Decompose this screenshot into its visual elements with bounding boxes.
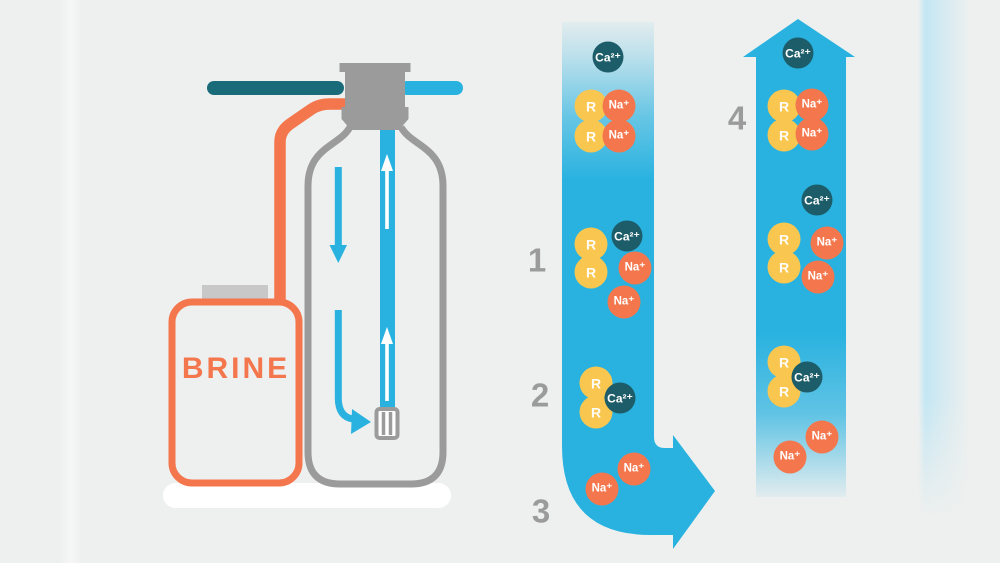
tank-curved-arrow <box>334 310 371 434</box>
down-flow-ion-r: R <box>574 119 608 153</box>
up-flow-ion-na: Na⁺ <box>795 117 829 151</box>
down-flow-ion-na: Na⁺ <box>602 119 636 153</box>
brine-tank-lid <box>202 285 268 302</box>
tank-down-arrow <box>329 167 347 263</box>
step-number-2: 2 <box>530 376 550 414</box>
down-flow-ion-na: Na⁺ <box>617 452 651 486</box>
down-flow-ion-na: Na⁺ <box>602 89 636 123</box>
brine-pipe <box>274 98 346 304</box>
valve-cap <box>339 63 411 130</box>
step-number-3: 3 <box>531 492 551 530</box>
up-flow-ion-r: R <box>767 222 801 256</box>
down-flow-ion-r: R <box>574 89 608 123</box>
up-flow-ion-na: Na⁺ <box>801 260 835 294</box>
up-flow-ion-na: Na⁺ <box>773 440 807 474</box>
softener-tank <box>304 125 447 488</box>
strainer-basket <box>374 407 400 440</box>
up-flow-ion-ca: Ca²⁺ <box>801 184 833 216</box>
step-number-4: 4 <box>727 99 747 137</box>
up-flow-ion-ca: Ca²⁺ <box>791 361 823 393</box>
down-flow-ion-ca: Ca²⁺ <box>592 41 624 73</box>
up-flow-ion-ca: Ca²⁺ <box>782 37 814 69</box>
down-flow-ion-r: R <box>574 227 608 261</box>
step-number-1: 1 <box>527 241 547 279</box>
up-flow-ion-r: R <box>767 89 801 123</box>
brine-tank-label: BRINE <box>181 352 291 385</box>
up-flow-ion-r: R <box>767 250 801 284</box>
down-flow-ion-na: Na⁺ <box>618 251 652 285</box>
down-flow-ion-ca: Ca²⁺ <box>611 220 643 252</box>
up-flow-ion-na: Na⁺ <box>795 88 829 122</box>
up-flow-arrow <box>743 19 855 497</box>
brine-tank <box>168 298 303 487</box>
down-flow-ion-na: Na⁺ <box>585 472 619 506</box>
riser-up-arrow-bottom <box>381 327 393 401</box>
inlet-pipe <box>207 81 344 95</box>
up-flow-ion-na: Na⁺ <box>805 420 839 454</box>
down-flow-ion-ca: Ca²⁺ <box>604 382 636 414</box>
up-flow-ion-na: Na⁺ <box>810 226 844 260</box>
up-flow-ion-r: R <box>767 118 801 152</box>
down-flow-ion-na: Na⁺ <box>607 285 641 319</box>
floor-platform <box>163 483 451 508</box>
riser-up-arrow-top <box>381 154 393 229</box>
down-flow-ion-r: R <box>574 255 608 289</box>
outlet-pipe <box>400 81 463 95</box>
up-flow-ion-r: R <box>767 345 801 379</box>
